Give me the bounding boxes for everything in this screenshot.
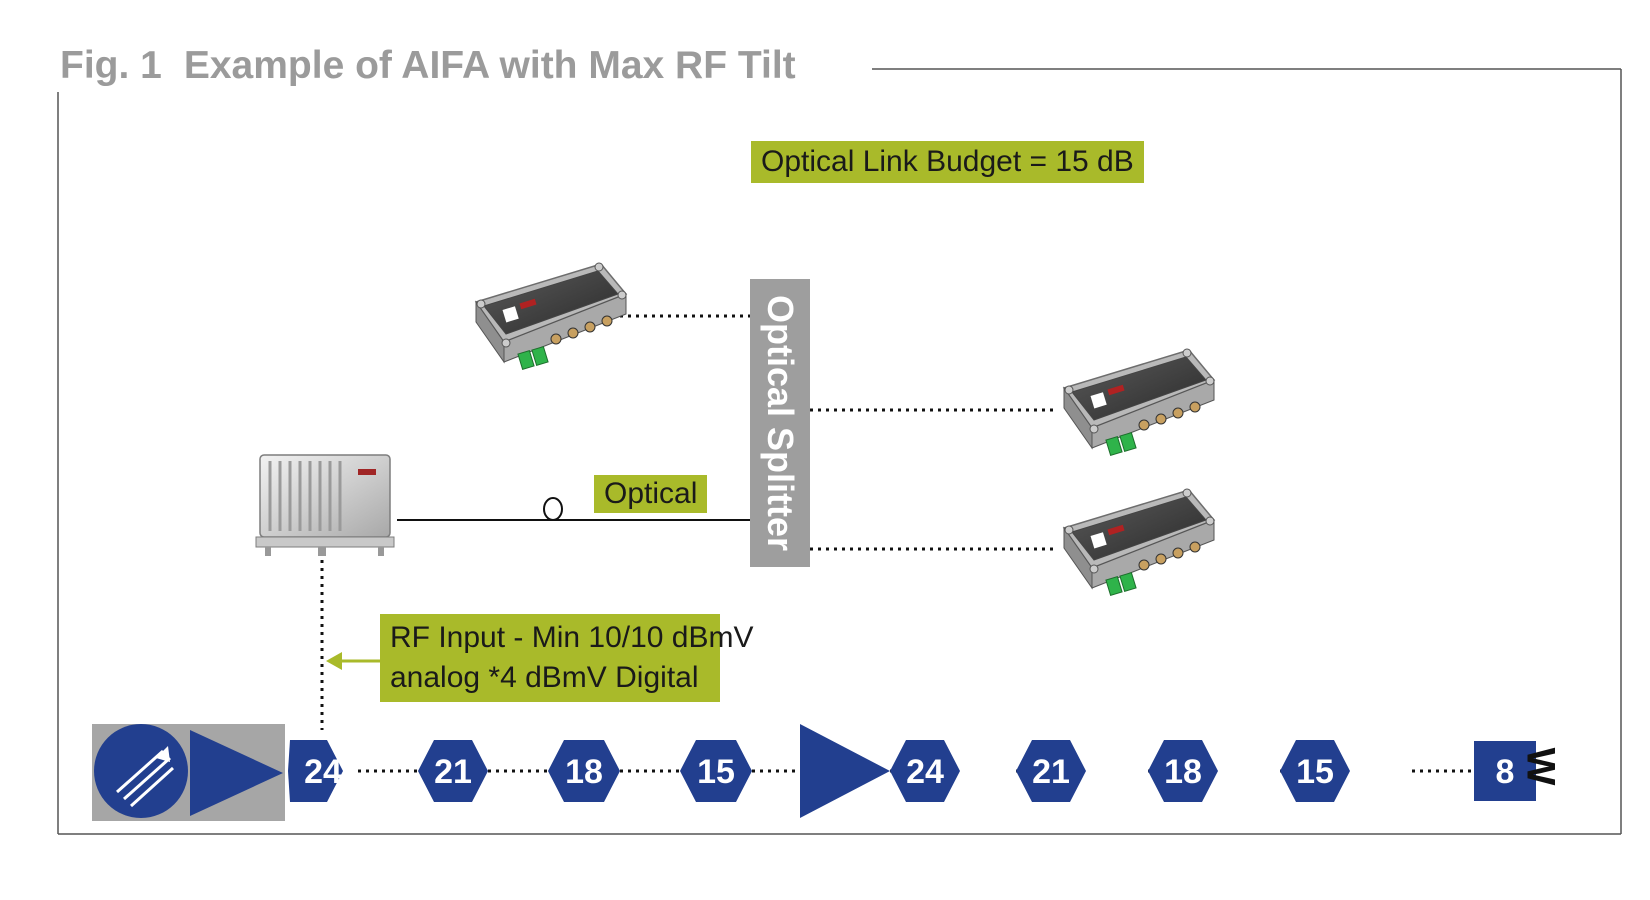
optical-splitter-label: Optical Splitter xyxy=(760,294,801,552)
figure-number: Fig. 1 xyxy=(60,44,162,87)
tap-node-value: 21 xyxy=(1032,753,1070,791)
optical-node-device xyxy=(255,454,395,556)
tap-node-value: 18 xyxy=(565,753,603,791)
terminal-node-value: 8 xyxy=(1496,753,1515,791)
optical-label: Optical xyxy=(594,475,708,513)
tap-node: 15 xyxy=(1280,740,1350,802)
rf-input-line-2: analog *4 dBmV Digital xyxy=(390,661,699,694)
terminal-node: 8 xyxy=(1474,741,1536,801)
rf-input-line-1: RF Input - Min 10/10 dBmV xyxy=(390,621,754,654)
onu-device-bottom xyxy=(1063,488,1215,597)
rf-input-label: RF Input - Min 10/10 dBmV analog *4 dBmV… xyxy=(380,614,754,702)
tap-node: 18 xyxy=(548,740,620,802)
figure-title-text: Example of AIFA with Max RF Tilt xyxy=(183,44,796,87)
signal-arrows-icon xyxy=(116,746,175,808)
end-of-line-marker: W xyxy=(1518,747,1563,786)
tap-node-value: 18 xyxy=(1164,753,1202,791)
tap-node: 15 xyxy=(680,740,752,802)
onu-device-middle xyxy=(1063,348,1215,457)
tap-node: 21 xyxy=(418,740,488,802)
line-amplifier-triangle xyxy=(800,724,890,818)
fiber-loop-icon xyxy=(543,497,563,521)
link-budget-label: Optical Link Budget = 15 dB xyxy=(751,141,1144,183)
tap-node: 24 xyxy=(288,740,343,802)
optical-splitter: Optical Splitter xyxy=(750,279,810,567)
tap-node: 24 xyxy=(890,740,960,802)
tap-node-value: 21 xyxy=(434,753,472,791)
tap-node-value: 15 xyxy=(697,753,735,791)
onu-device-top xyxy=(475,262,627,371)
tap-node: 18 xyxy=(1148,740,1218,802)
tap-node-value: 15 xyxy=(1296,753,1334,791)
headend-amp-triangle xyxy=(190,730,283,816)
figure-title: Fig. 1 Example of AIFA with Max RF Tilt xyxy=(60,42,796,90)
headend-block xyxy=(92,724,285,821)
tap-node-value: 24 xyxy=(906,753,944,791)
tap-node: 21 xyxy=(1016,740,1086,802)
rf-input-arrow-icon xyxy=(326,652,380,670)
tap-node-value: 24 xyxy=(304,753,342,791)
